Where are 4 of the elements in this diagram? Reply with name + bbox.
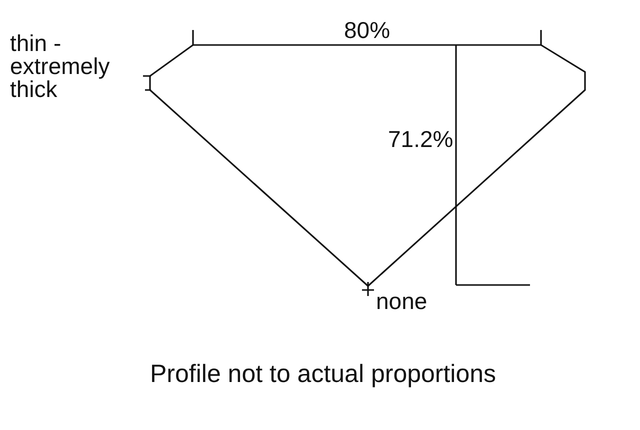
caption: Profile not to actual proportions (150, 363, 496, 386)
dimension-label: 71.2% (388, 128, 454, 151)
culet-label: none (376, 290, 428, 313)
girdle-thickness-label: thin - extremely thick (10, 32, 110, 101)
